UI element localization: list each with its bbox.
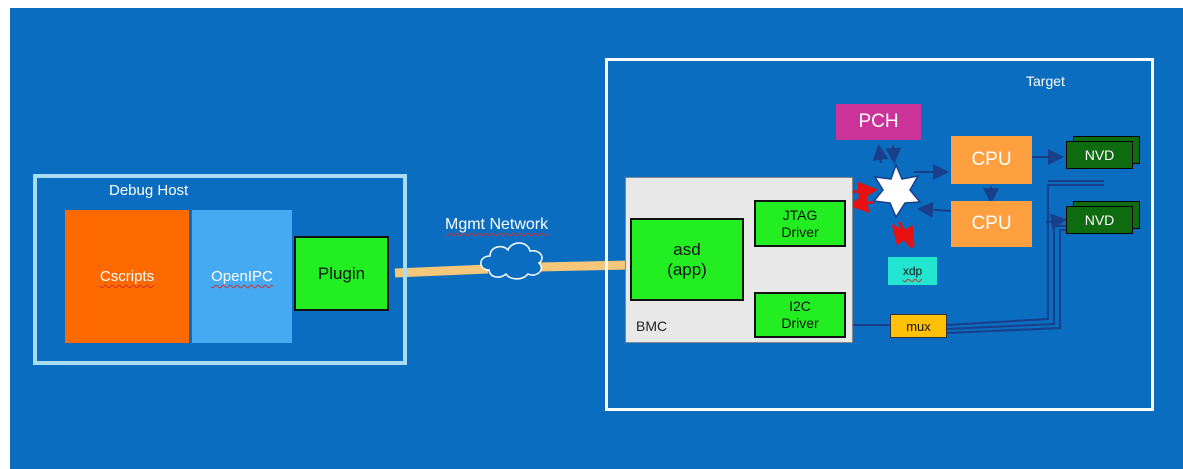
openipc-label: OpenIPC [211, 268, 273, 285]
pch-star-arrow-down [885, 144, 902, 164]
cpu-bottom-block: CPU [951, 201, 1032, 247]
nvd-top-label: NVD [1084, 147, 1115, 163]
jtag-label: JTAG [782, 206, 818, 223]
asd-app-block: asd (app) [630, 218, 744, 301]
mgmt-network-label: Mgmt Network [445, 216, 548, 234]
i2c-driver-label: Driver [781, 315, 819, 331]
xdp-label: xdp [902, 264, 923, 278]
target-title: Target [1026, 73, 1065, 89]
star-xdp-red-arrow-up [891, 224, 913, 249]
xdp-block: xdp [888, 257, 937, 285]
nvd-bottom-block: NVD [1066, 206, 1133, 234]
mgmt-network-text: Mgmt Network [445, 216, 549, 233]
mux-bus-line-1 [946, 184, 1104, 326]
mgmt-cable-target [537, 260, 631, 272]
cpu-top-label: CPU [971, 149, 1012, 170]
debug-host-title: Debug Host [109, 182, 189, 199]
nvd-top-block: NVD [1066, 141, 1133, 169]
mgmt-cable-host [394, 264, 489, 278]
cpu-top-block: CPU [951, 136, 1032, 184]
cpu-bottom-star-arrow [917, 201, 953, 218]
i2c-label: I2C [789, 298, 811, 314]
asd-label: asd [673, 239, 701, 259]
pch-star-arrow-up [872, 144, 889, 164]
target-frame [605, 58, 1154, 411]
interconnect-star [872, 162, 922, 219]
mux-block: mux [890, 314, 947, 338]
openipc-block: OpenIPC [192, 210, 292, 343]
debug-host-frame [33, 174, 407, 365]
jtag-driver-block: JTAG Driver [754, 200, 846, 247]
mux-label: mux [906, 318, 931, 334]
plugin-block: Plugin [294, 236, 389, 311]
nvd-bottom-label: NVD [1084, 212, 1115, 228]
cpu-bottom-label: CPU [971, 213, 1012, 234]
cloud-icon [480, 242, 543, 280]
cscripts-label: Cscripts [99, 268, 155, 285]
cscripts-block: Cscripts [65, 210, 189, 343]
plugin-label: Plugin [317, 263, 366, 283]
asd-app-label: (app) [667, 259, 707, 279]
i2c-driver-block: I2C Driver [754, 292, 846, 338]
pch-label: PCH [858, 111, 899, 132]
jtag-star-red-arrow-right [851, 181, 878, 202]
pch-block: PCH [836, 104, 921, 140]
jtag-driver-label: Driver [781, 223, 819, 240]
jtag-star-red-arrow-left [848, 192, 875, 213]
bmc-label: BMC [636, 318, 668, 334]
